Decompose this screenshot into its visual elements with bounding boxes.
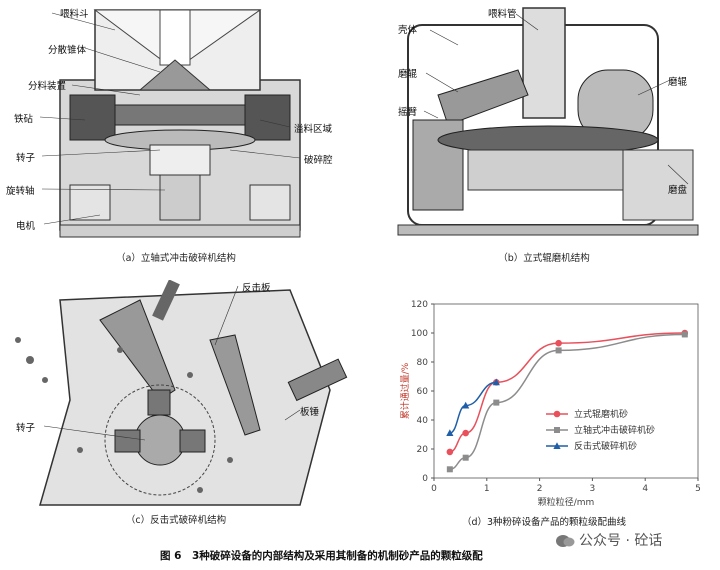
impact-crusher-drawing bbox=[15, 280, 348, 506]
x-tick-label: 1 bbox=[484, 484, 490, 494]
label-rotor-c: 转子 bbox=[16, 423, 36, 434]
label-grinding-roller-left: 磨辊 bbox=[398, 69, 418, 80]
label-rotor: 转子 bbox=[16, 153, 36, 164]
y-tick-label: 0 bbox=[422, 474, 428, 484]
x-tick-label: 3 bbox=[590, 484, 596, 494]
label-crushing-chamber: 破碎腔 bbox=[304, 155, 333, 166]
label-blow-bar: 板锤 bbox=[300, 407, 320, 418]
wechat-icon bbox=[556, 535, 575, 547]
x-tick-label: 2 bbox=[537, 484, 543, 494]
series-line bbox=[449, 333, 685, 471]
label-grinding-roller-right: 磨辊 bbox=[668, 77, 688, 88]
label-anvil: 铁砧 bbox=[14, 114, 34, 125]
legend-label: 反击式破碎机砂 bbox=[574, 440, 637, 452]
y-tick-label: 100 bbox=[411, 329, 428, 339]
grading-curve-chart: 0 20 40 60 80 100 120 0 1 2 3 4 5 颗粒粒径/mm 累计通过量/% 立式辊磨机… bbox=[399, 300, 701, 508]
data-point bbox=[492, 378, 500, 386]
data-point bbox=[462, 401, 470, 409]
watermark-text: 公众号 · 砼话 bbox=[579, 533, 663, 549]
data-point bbox=[446, 466, 453, 473]
caption-b: （b）立式辊磨机结构 bbox=[498, 253, 590, 264]
label-distributor: 分料装置 bbox=[28, 81, 67, 92]
data-point bbox=[553, 442, 561, 449]
y-tick-label: 80 bbox=[417, 358, 429, 368]
panel-c-impact-crusher: 反击板 转子 板锤 （c）反击式破碎机结构 bbox=[0, 280, 352, 532]
label-impact-plate: 反击板 bbox=[242, 283, 271, 294]
y-tick-label: 40 bbox=[417, 416, 429, 426]
label-dispersing-cone: 分散锥体 bbox=[48, 45, 87, 56]
label-shell: 壳体 bbox=[398, 25, 418, 36]
legend-label: 立式辊磨机砂 bbox=[574, 408, 628, 420]
data-point bbox=[493, 399, 500, 406]
data-point bbox=[446, 429, 454, 437]
y-axis-label: 累计通过量/% bbox=[399, 362, 411, 419]
data-point bbox=[462, 454, 469, 461]
label-feed-hopper: 喂料斗 bbox=[60, 9, 89, 20]
roller-mill-drawing bbox=[397, 7, 699, 236]
label-grinding-disc: 磨盘 bbox=[668, 185, 688, 196]
data-point bbox=[554, 427, 560, 433]
data-point bbox=[462, 429, 469, 437]
data-point bbox=[681, 331, 688, 338]
data-point bbox=[553, 410, 561, 418]
y-tick-label: 20 bbox=[417, 445, 429, 455]
vsi-crusher-drawing bbox=[39, 9, 301, 238]
data-point bbox=[555, 339, 562, 347]
label-rocker-arm: 摇臂 bbox=[398, 107, 418, 118]
data-point bbox=[446, 448, 454, 456]
panel-b-vertical-roller-mill: 喂料管 壳体 磨辊 摇臂 磨辊 磨盘 （b）立式辊磨机结构 bbox=[368, 0, 720, 272]
legend-label: 立轴式冲击破碎机砂 bbox=[574, 424, 655, 436]
y-tick-label: 60 bbox=[417, 387, 429, 397]
label-motor: 电机 bbox=[16, 221, 36, 232]
watermark: 公众号 · 砼话 bbox=[555, 530, 662, 550]
caption-a: （a）立轴式冲击破碎机结构 bbox=[116, 253, 236, 264]
figure-caption: 图 6 3种破碎设备的内部结构及采用其制备的机制砂产品的颗粒级配 bbox=[160, 550, 483, 562]
label-overflow-zone: 溢料区域 bbox=[294, 124, 333, 135]
x-tick-label: 5 bbox=[695, 484, 701, 494]
x-axis-label: 颗粒粒径/mm bbox=[538, 496, 595, 508]
label-rotating-shaft: 旋转轴 bbox=[6, 186, 35, 197]
y-tick-label: 120 bbox=[411, 300, 428, 310]
caption-d: （d）3种粉碎设备产品的颗粒级配曲线 bbox=[461, 517, 627, 528]
panel-a-vsi-crusher: 喂料斗 分散锥体 分料装置 铁砧 转子 旋转轴 电机 溢料区域 破碎腔 （a）立… bbox=[0, 0, 352, 272]
label-feed-pipe: 喂料管 bbox=[488, 9, 517, 20]
caption-c: （c）反击式破碎机结构 bbox=[125, 515, 227, 526]
data-point bbox=[555, 347, 562, 354]
x-tick-label: 4 bbox=[642, 484, 648, 494]
x-tick-label: 0 bbox=[431, 484, 437, 494]
panel-d-grading-chart: 0 20 40 60 80 100 120 0 1 2 3 4 5 颗粒粒径/mm 累计通过量/% 立式辊磨机… bbox=[368, 292, 720, 532]
